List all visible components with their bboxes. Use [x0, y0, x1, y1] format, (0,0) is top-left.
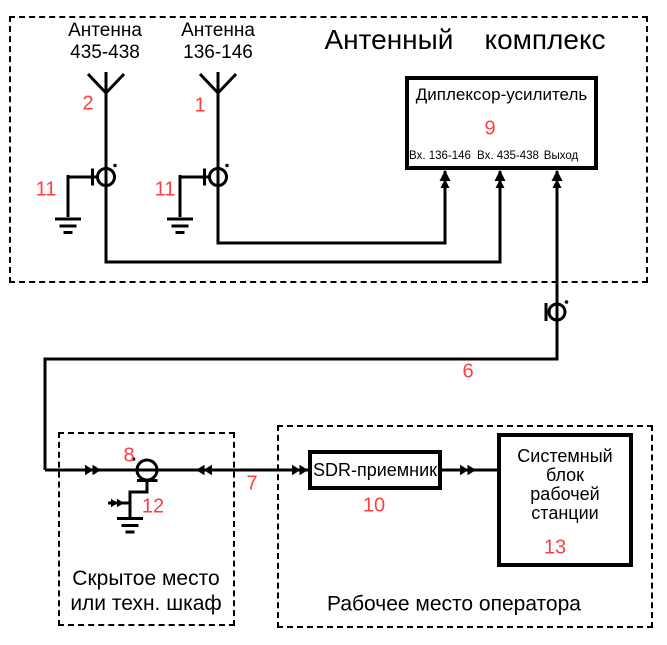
cable-7-number: 7: [246, 472, 258, 495]
antenna-right-name: Антенна: [181, 20, 255, 41]
ground-right-icon: [167, 217, 193, 234]
hidden-place-zone: [58, 432, 235, 626]
diplexer-box: Диплексор-усилитель Вх. 136-146 Вх. 435-…: [405, 76, 598, 170]
wire-antenna-right-to-136-input: [216, 72, 447, 245]
cable-6-number: 6: [462, 360, 474, 383]
hidden-arrester-number: 8: [123, 444, 135, 467]
workstation-label-line: Системный: [517, 446, 613, 466]
antenna-left-icon: [86, 72, 126, 96]
arrester-right-icon: [178, 163, 229, 217]
workstation-label-line: блок: [545, 465, 585, 485]
ground-left-icon: [55, 217, 81, 234]
hidden-place-label-line1: Скрытое место: [72, 567, 220, 590]
hidden-ground-icon: [117, 517, 143, 534]
diplexer-port-out: Выход: [543, 150, 579, 162]
arrester-left-number: 11: [35, 178, 57, 201]
diplexer-port-in-136: Вх. 136-146: [409, 150, 471, 162]
antenna-left-band: 435-438: [70, 42, 140, 63]
workstation-number: 13: [543, 536, 567, 559]
antenna-left-name: Антенна: [68, 20, 142, 41]
cable-2-number: 2: [82, 92, 94, 115]
wire-feed-cable-6: [43, 171, 559, 470]
ground-kit-number: 12: [141, 495, 165, 518]
antenna-complex-title: Антенный комплекс: [324, 24, 606, 55]
arrester-left-icon: [66, 163, 117, 217]
diplexer-number: 9: [484, 117, 496, 140]
operator-place-label: Рабочее место оператора: [327, 592, 581, 616]
antenna-right-label: Антенна 136-146: [181, 20, 255, 64]
sdr-receiver-label: SDR-приемник: [312, 459, 438, 480]
workstation-label-line: станции: [531, 503, 599, 523]
diplexer-title: Диплексор-усилитель: [415, 85, 588, 104]
coax-connector-icon: [85, 464, 476, 508]
antenna-right-icon: [198, 72, 238, 96]
antenna-left-label: Антенна 435-438: [68, 20, 142, 64]
hidden-place-label-line2: или техн. шкаф: [70, 592, 222, 615]
sdr-receiver-box: SDR-приемник: [308, 450, 442, 490]
cable-1-number: 1: [194, 94, 206, 117]
diplexer-port-in-435: Вх. 435-438: [477, 150, 539, 162]
hidden-place-label: Скрытое место или техн. шкаф: [70, 566, 221, 616]
operator-place-zone: [277, 425, 653, 628]
feedthrough-icon: [544, 300, 569, 322]
workstation-box: Системный блок рабочей станции: [497, 433, 633, 567]
workstation-label-line: рабочей: [530, 484, 600, 504]
sdr-number: 10: [362, 494, 386, 517]
arrester-right-number: 11: [154, 178, 176, 201]
antenna-right-band: 136-146: [183, 42, 253, 63]
antenna-complex-zone: [9, 16, 648, 283]
